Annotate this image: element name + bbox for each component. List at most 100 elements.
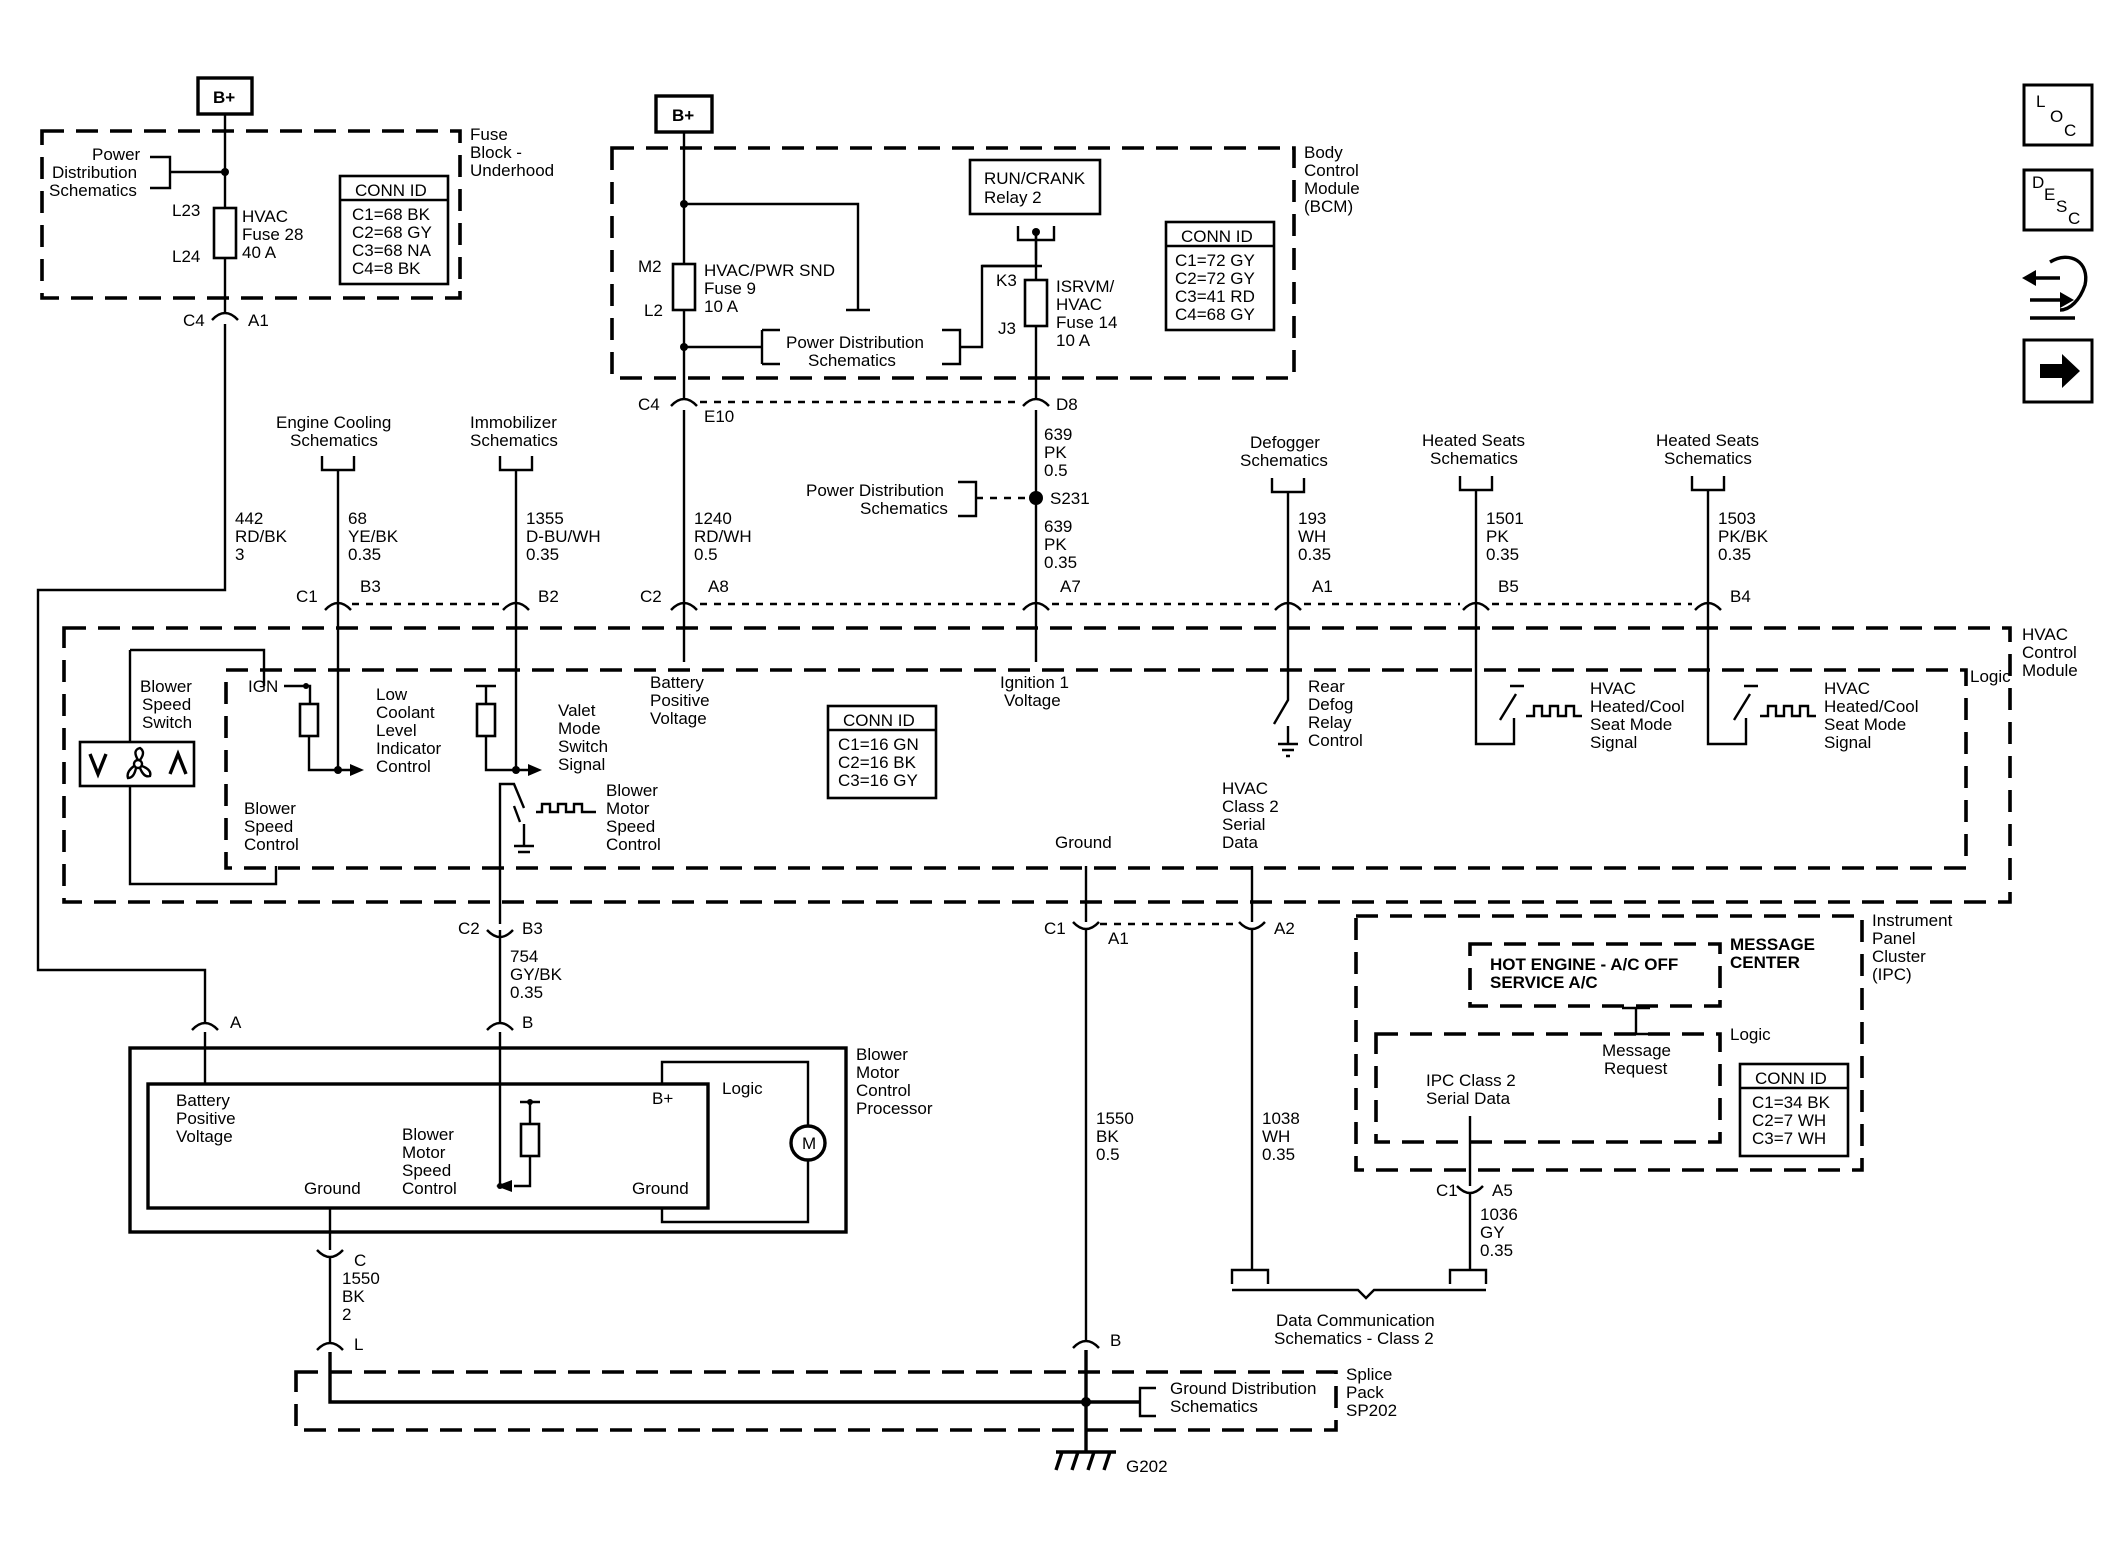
svg-text:Body: Body	[1304, 143, 1343, 162]
loc-button[interactable]: L O C	[2022, 83, 2094, 147]
bcm-power-dist-ref: Power Distribution Schematics	[684, 264, 1042, 370]
ground-g202-icon	[1054, 1450, 1116, 1471]
svg-text:C: C	[2064, 121, 2076, 140]
hvac-conn-id: CONN ID C1=16 GN C2=16 BK C3=16 GY	[826, 704, 938, 800]
svg-text:C2=7 WH: C2=7 WH	[1752, 1111, 1826, 1130]
motor-icon: M	[789, 1124, 827, 1162]
svg-text:Power: Power	[92, 145, 141, 164]
rear-defog-label: Rear Defog Relay Control	[1308, 677, 1363, 750]
svg-text:Blower: Blower	[856, 1045, 908, 1064]
s231-power-dist-ref: Power Distribution Schematics	[806, 480, 1030, 518]
pin-l24: L24	[172, 247, 200, 266]
hvac-logic-outline	[224, 668, 1968, 870]
svg-text:RD/WH: RD/WH	[694, 527, 752, 546]
svg-text:639: 639	[1044, 517, 1072, 536]
svg-text:HVAC: HVAC	[1824, 679, 1870, 698]
svg-text:K3: K3	[996, 271, 1017, 290]
svg-text:1240: 1240	[694, 509, 732, 528]
svg-text:C3=16 GY: C3=16 GY	[838, 771, 918, 790]
svg-text:C4: C4	[638, 395, 660, 414]
svg-text:Distribution: Distribution	[52, 163, 137, 182]
bplus-center: B+	[654, 94, 714, 134]
svg-text:2: 2	[342, 1305, 351, 1324]
svg-text:Speed: Speed	[244, 817, 293, 836]
next-page-button[interactable]	[2022, 338, 2094, 404]
svg-text:Signal: Signal	[1590, 733, 1637, 752]
blower-speed-switch: Blower Speed Switch	[78, 648, 278, 886]
svg-text:1503: 1503	[1718, 509, 1756, 528]
svg-text:A8: A8	[708, 577, 729, 596]
svg-text:PK: PK	[1044, 443, 1067, 462]
svg-text:0.35: 0.35	[348, 545, 381, 564]
svg-text:Engine Cooling: Engine Cooling	[276, 413, 391, 432]
fuse-28	[212, 206, 238, 260]
g202-label: G202	[1126, 1457, 1168, 1476]
splice-pack-title: Splice Pack SP202	[1346, 1365, 1397, 1420]
svg-text:E: E	[2044, 185, 2055, 204]
svg-text:HVAC: HVAC	[242, 207, 288, 226]
hvac-module-outline	[62, 626, 2012, 904]
pin-l23: L23	[172, 201, 200, 220]
svg-text:1550: 1550	[342, 1269, 380, 1288]
svg-text:Underhood: Underhood	[470, 161, 554, 180]
desc-button[interactable]: D E S C	[2022, 168, 2094, 232]
svg-text:BK: BK	[342, 1287, 365, 1306]
svg-text:SP202: SP202	[1346, 1401, 1397, 1420]
svg-text:Schematics - Class 2: Schematics - Class 2	[1274, 1329, 1434, 1348]
connector-a2	[1238, 921, 1266, 931]
svg-text:1550: 1550	[1096, 1109, 1134, 1128]
connector-icon[interactable]	[2022, 255, 2088, 320]
svg-text:C: C	[354, 1251, 366, 1270]
heated-seats-ref-2: Heated Seats Schematics	[1656, 431, 1759, 612]
svg-text:193: 193	[1298, 509, 1326, 528]
svg-text:0.35: 0.35	[1718, 545, 1751, 564]
ipc-conn-id: CONN ID C1=34 BK C2=7 WH C3=7 WH	[1738, 1062, 1850, 1158]
svg-text:Seat Mode: Seat Mode	[1824, 715, 1906, 734]
wire-1501-label: 1501 PK 0.35	[1486, 509, 1524, 564]
svg-text:CONN ID: CONN ID	[843, 711, 915, 730]
message-center-label: MESSAGE CENTER	[1730, 935, 1815, 972]
svg-text:Signal: Signal	[1824, 733, 1871, 752]
svg-text:L: L	[2036, 92, 2045, 111]
svg-text:Processor: Processor	[856, 1099, 933, 1118]
svg-text:40 A: 40 A	[242, 243, 277, 262]
wire-193-label: 193 WH 0.35	[1298, 509, 1331, 564]
svg-text:Ground Distribution: Ground Distribution	[1170, 1379, 1316, 1398]
blower-processor-outline	[128, 1046, 848, 1234]
svg-text:C2: C2	[640, 587, 662, 606]
svg-text:Serial Data: Serial Data	[1426, 1089, 1511, 1108]
blower-logic-label: Logic	[722, 1079, 763, 1098]
fuse-14	[1023, 278, 1049, 328]
bplus-left: B+	[196, 76, 254, 116]
svg-text:A1: A1	[248, 311, 269, 330]
connector-blower-b	[486, 1021, 514, 1031]
hvac-serial-label: HVAC Class 2 Serial Data	[1222, 779, 1279, 852]
svg-text:A7: A7	[1060, 577, 1081, 596]
svg-text:Schematics: Schematics	[1430, 449, 1518, 468]
connector-c1-a5	[1456, 1185, 1484, 1195]
svg-text:A: A	[230, 1013, 242, 1032]
message-center-box	[1468, 942, 1722, 1008]
blower-ground-1: Ground	[304, 1179, 361, 1198]
svg-text:B3: B3	[360, 577, 381, 596]
svg-text:S: S	[2056, 197, 2067, 216]
svg-text:Control: Control	[376, 757, 431, 776]
svg-text:Block -: Block -	[470, 143, 522, 162]
svg-text:Data Communication: Data Communication	[1276, 1311, 1435, 1330]
fan-icon	[126, 746, 152, 780]
svg-text:C2=68 GY: C2=68 GY	[352, 223, 432, 242]
connector-c1-a1	[1072, 921, 1100, 931]
svg-text:C1: C1	[296, 587, 318, 606]
svg-text:Heated/Cool: Heated/Cool	[1824, 697, 1919, 716]
svg-text:CENTER: CENTER	[1730, 953, 1800, 972]
svg-text:0.5: 0.5	[1096, 1145, 1120, 1164]
hvac-logic-label: Logic	[1970, 667, 2011, 686]
svg-text:Control: Control	[856, 1081, 911, 1100]
svg-text:0.5: 0.5	[694, 545, 718, 564]
ground-dist-ref: Ground Distribution Schematics	[1138, 1379, 1316, 1418]
connector-splice-l	[316, 1341, 344, 1351]
svg-text:GY: GY	[1480, 1223, 1505, 1242]
wire-639a-label: 639 PK 0.5	[1044, 425, 1072, 480]
svg-text:YE/BK: YE/BK	[348, 527, 399, 546]
svg-text:Battery: Battery	[176, 1091, 230, 1110]
